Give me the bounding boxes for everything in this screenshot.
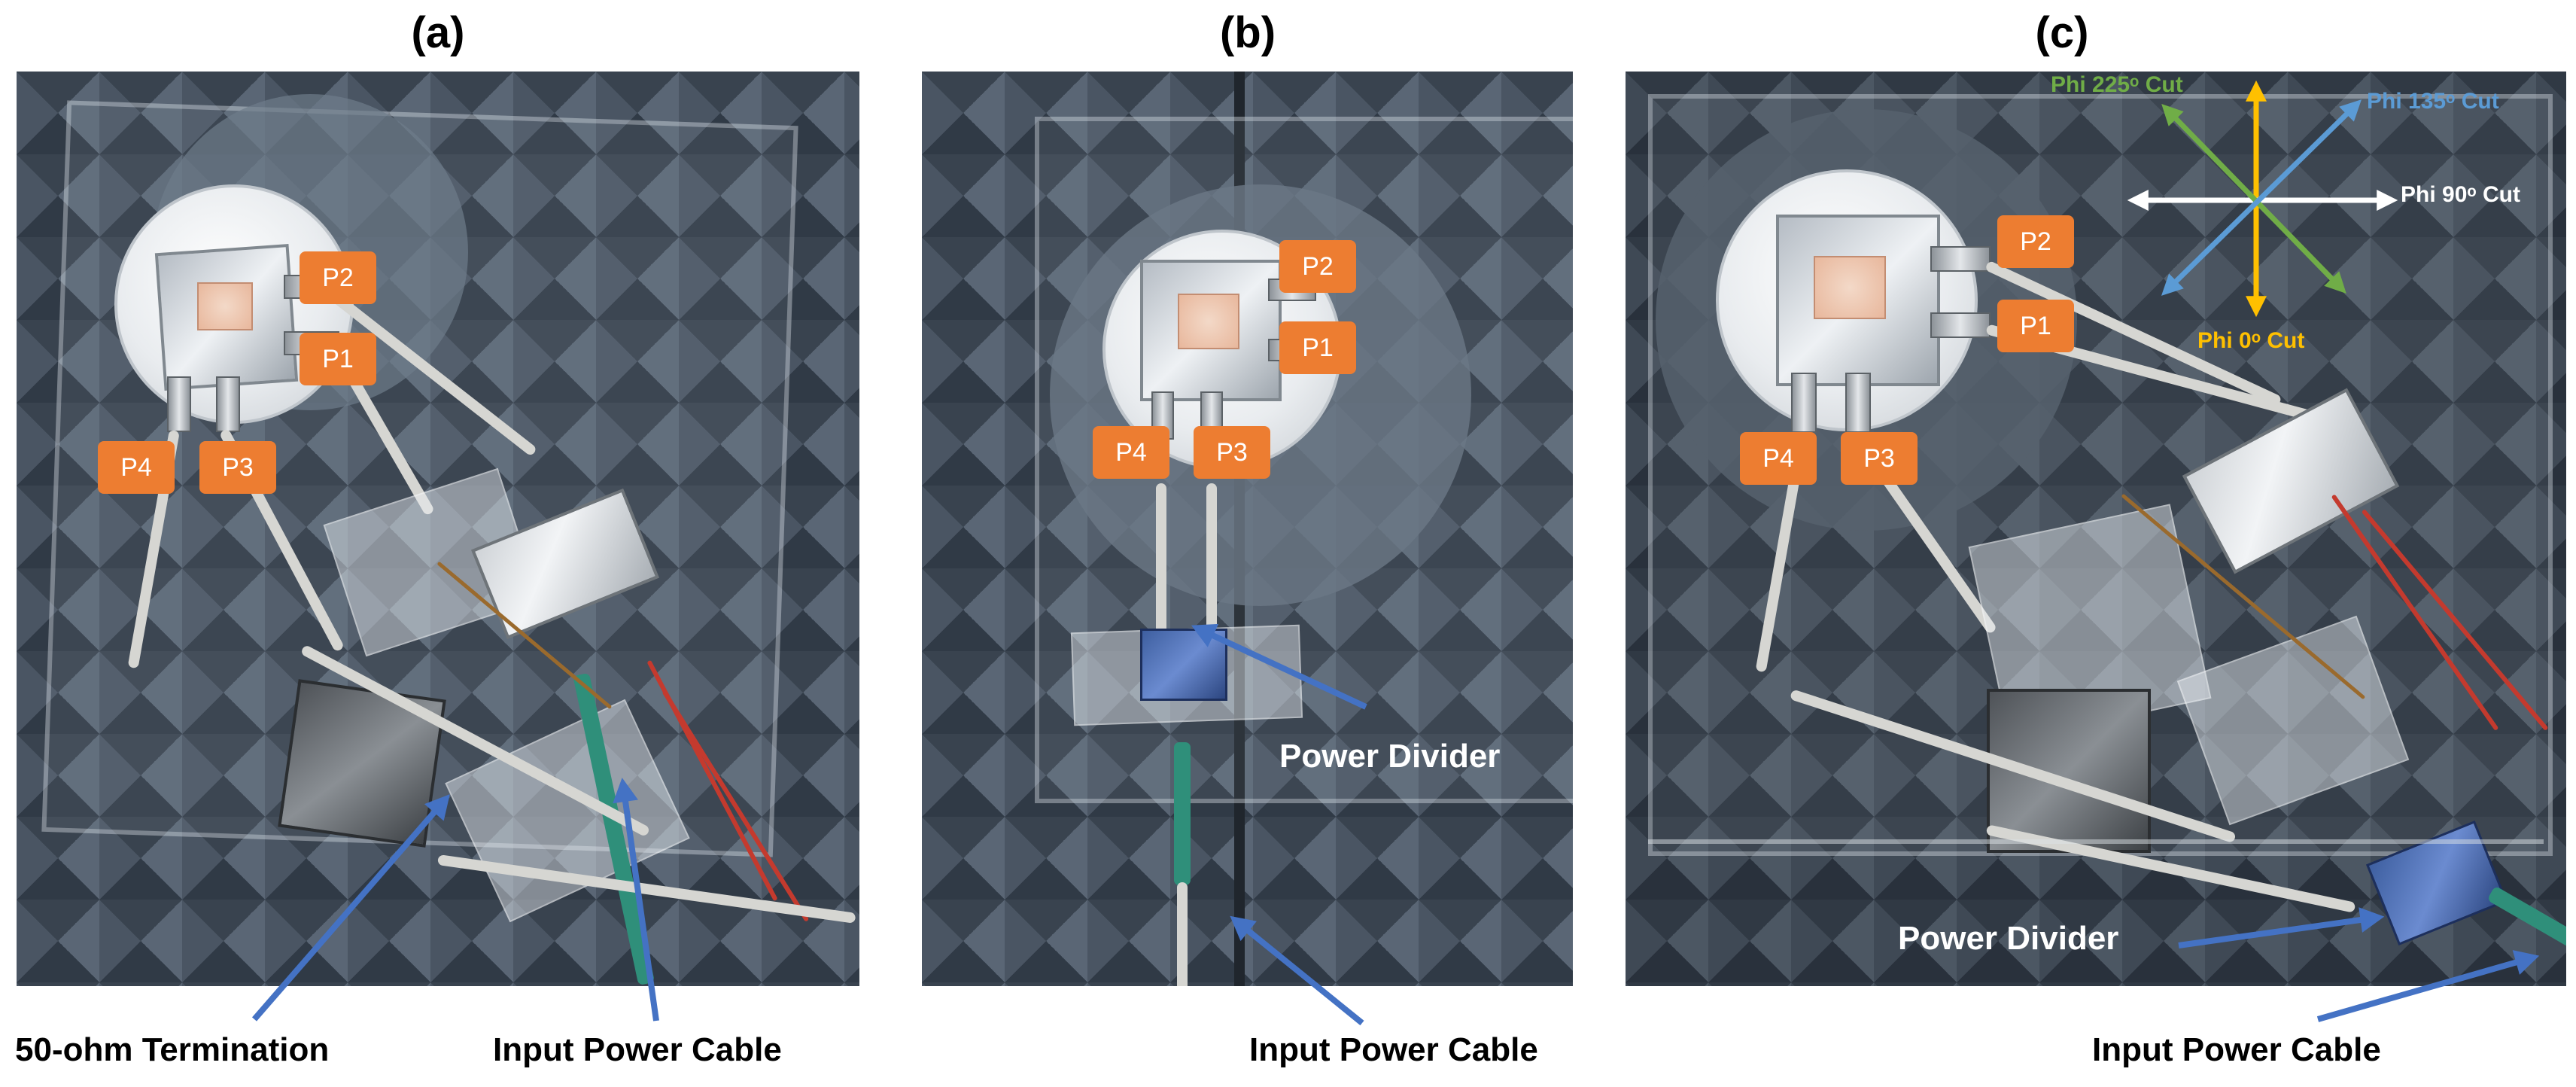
panel-c-photo bbox=[1626, 72, 2566, 986]
caption-input-cable-b: Input Power Cable bbox=[1249, 1031, 1538, 1068]
caption-power-divider-b: Power Divider bbox=[1279, 738, 1501, 775]
caption-input-cable-c: Input Power Cable bbox=[2092, 1031, 2381, 1068]
cut-225-label: Phi 225ᵒ Cut bbox=[2051, 72, 2183, 97]
panel-c-title: (c) bbox=[2035, 8, 2089, 57]
cut-135-axis bbox=[2161, 99, 2362, 296]
label-p1-c: P1 bbox=[1997, 300, 2074, 352]
panel-b-title: (b) bbox=[1219, 8, 1276, 57]
panel-a-title: (a) bbox=[411, 8, 465, 57]
caption-input-cable-a: Input Power Cable bbox=[493, 1031, 782, 1068]
label-p3-c: P3 bbox=[1841, 432, 1918, 485]
caption-termination-a: 50-ohm Termination bbox=[15, 1031, 330, 1068]
cut-axes-overlay bbox=[2127, 80, 2398, 318]
label-p2-c: P2 bbox=[1997, 215, 2074, 268]
label-p3-b: P3 bbox=[1194, 426, 1270, 479]
label-p3-a: P3 bbox=[199, 441, 276, 494]
label-p4-b: P4 bbox=[1093, 426, 1169, 479]
cut-135-label: Phi 135ᵒ Cut bbox=[2367, 89, 2499, 114]
label-p1-b: P1 bbox=[1279, 321, 1356, 374]
cut-0-label: Phi 0ᵒ Cut bbox=[2197, 328, 2305, 353]
label-p4-a: P4 bbox=[98, 441, 175, 494]
caption-power-divider-c: Power Divider bbox=[1898, 920, 2119, 957]
panel-a-photo bbox=[17, 72, 859, 986]
label-p4-c: P4 bbox=[1740, 432, 1817, 485]
panel-b-photo bbox=[922, 72, 1573, 986]
label-p1-a: P1 bbox=[300, 333, 376, 385]
cut-90-label: Phi 90ᵒ Cut bbox=[2401, 182, 2520, 207]
label-p2-a: P2 bbox=[300, 251, 376, 304]
label-p2-b: P2 bbox=[1279, 240, 1356, 293]
